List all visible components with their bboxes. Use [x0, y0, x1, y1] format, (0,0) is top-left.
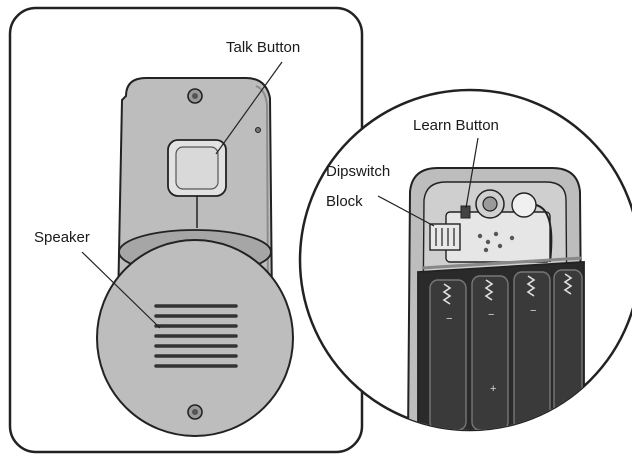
learn-button — [460, 205, 471, 219]
indicator-dot — [255, 127, 261, 133]
speaker-grille — [154, 304, 238, 368]
battery-polarity-4: + — [490, 383, 496, 395]
dipswitch-leader — [377, 195, 435, 227]
learn-button-label: Learn Button — [413, 117, 499, 134]
speaker-housing — [96, 239, 294, 437]
unit-housing-edge — [255, 85, 269, 301]
battery-polarity-3: − — [530, 305, 536, 317]
learn-button-leader — [465, 137, 479, 209]
dipswitch-block — [429, 223, 461, 251]
battery-polarity-2: − — [488, 309, 494, 321]
talk-button — [175, 146, 219, 190]
talk-button-leader — [215, 61, 283, 155]
speaker-leader — [81, 251, 161, 329]
intercom-unit — [96, 77, 294, 437]
battery-polarity-1: − — [446, 313, 452, 325]
battery-compartment-detail: − − − + — [406, 167, 585, 430]
battery-springs — [442, 273, 573, 305]
dipswitch-label-line2: Block — [326, 193, 363, 210]
speaker-label: Speaker — [34, 229, 90, 246]
talk-button-label: Talk Button — [226, 39, 300, 56]
battery-slots — [429, 269, 583, 430]
circuit-board — [445, 211, 551, 263]
dipswitch-label-line1: Dipswitch — [326, 163, 390, 180]
